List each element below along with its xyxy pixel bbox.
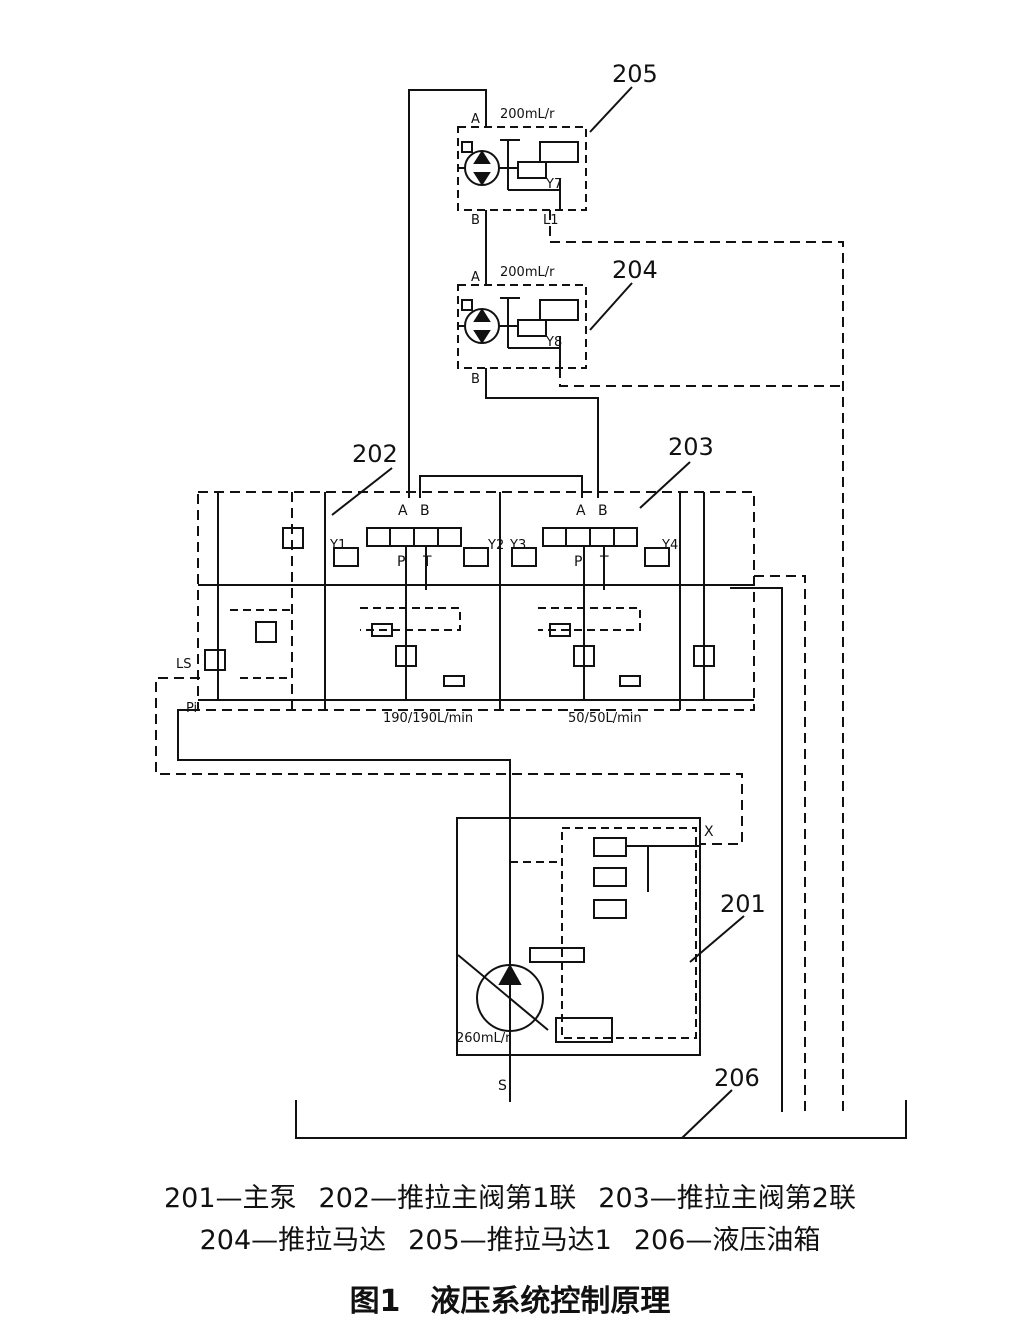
callout-206: 206 <box>714 1064 760 1092</box>
label-Y1: Y1 <box>329 538 346 553</box>
label-Y2: Y2 <box>487 538 504 553</box>
port-202-P: P <box>397 554 405 570</box>
main-pump-201 <box>456 817 701 1056</box>
label-Y8: Y8 <box>545 335 562 350</box>
port-202-A: A <box>398 503 408 519</box>
port-202-T: T <box>422 554 432 570</box>
motor-204 <box>457 284 587 369</box>
figure-title: 图1 液压系统控制原理 <box>349 1284 671 1319</box>
legend-line-2: 204—推拉马达 205—推拉马达1 206—液压油箱 <box>0 1218 1020 1257</box>
port-203-A: A <box>576 503 586 519</box>
label-Y3: Y3 <box>509 538 526 553</box>
port-LS: LS <box>176 657 192 672</box>
port-205-A: A <box>471 112 480 127</box>
legend-205: 205—推拉马达1 <box>408 1225 612 1256</box>
label-204-disp: 200mL/r <box>500 265 555 280</box>
label-202-flow: 190/190L/min <box>383 711 473 726</box>
port-Pi: Pi <box>186 701 197 716</box>
motor-205 <box>457 126 587 211</box>
port-204-B: B <box>471 372 480 387</box>
legend-206: 206—液压油箱 <box>633 1225 821 1256</box>
tank-206 <box>295 1100 907 1139</box>
port-205-L1: L1 <box>543 213 559 228</box>
callout-204: 204 <box>612 256 658 284</box>
hydraulic-schematic: 200mL/r A B Y7 L1 205 200mL/r A B Y8 204 <box>155 60 907 1139</box>
legend-201: 201—主泵 <box>164 1183 297 1214</box>
port-205-B: B <box>471 213 480 228</box>
label-Y7: Y7 <box>545 177 562 192</box>
callout-202: 202 <box>352 440 398 468</box>
port-X: X <box>704 824 714 840</box>
port-203-B: B <box>598 503 608 519</box>
callout-201: 201 <box>720 890 766 918</box>
port-202-B: B <box>420 503 430 519</box>
legend-204: 204—推拉马达 <box>199 1225 387 1256</box>
main-valve-block <box>197 491 755 711</box>
label-205-disp: 200mL/r <box>500 107 555 122</box>
label-Y4: Y4 <box>661 538 678 553</box>
port-S: S <box>498 1078 507 1094</box>
label-pump-disp: 260mL/r <box>456 1031 511 1046</box>
port-203-T: T <box>599 554 609 570</box>
port-204-A: A <box>471 270 480 285</box>
callout-205: 205 <box>612 60 658 88</box>
legend-line-1: 201—主泵 202—推拉主阀第1联 203—推拉主阀第2联 <box>0 1176 1020 1215</box>
port-203-P: P <box>574 554 582 570</box>
legend-202: 202—推拉主阀第1联 <box>318 1183 577 1214</box>
callout-203: 203 <box>668 433 714 461</box>
label-203-flow: 50/50L/min <box>568 711 642 726</box>
legend-203: 203—推拉主阀第2联 <box>598 1183 856 1214</box>
